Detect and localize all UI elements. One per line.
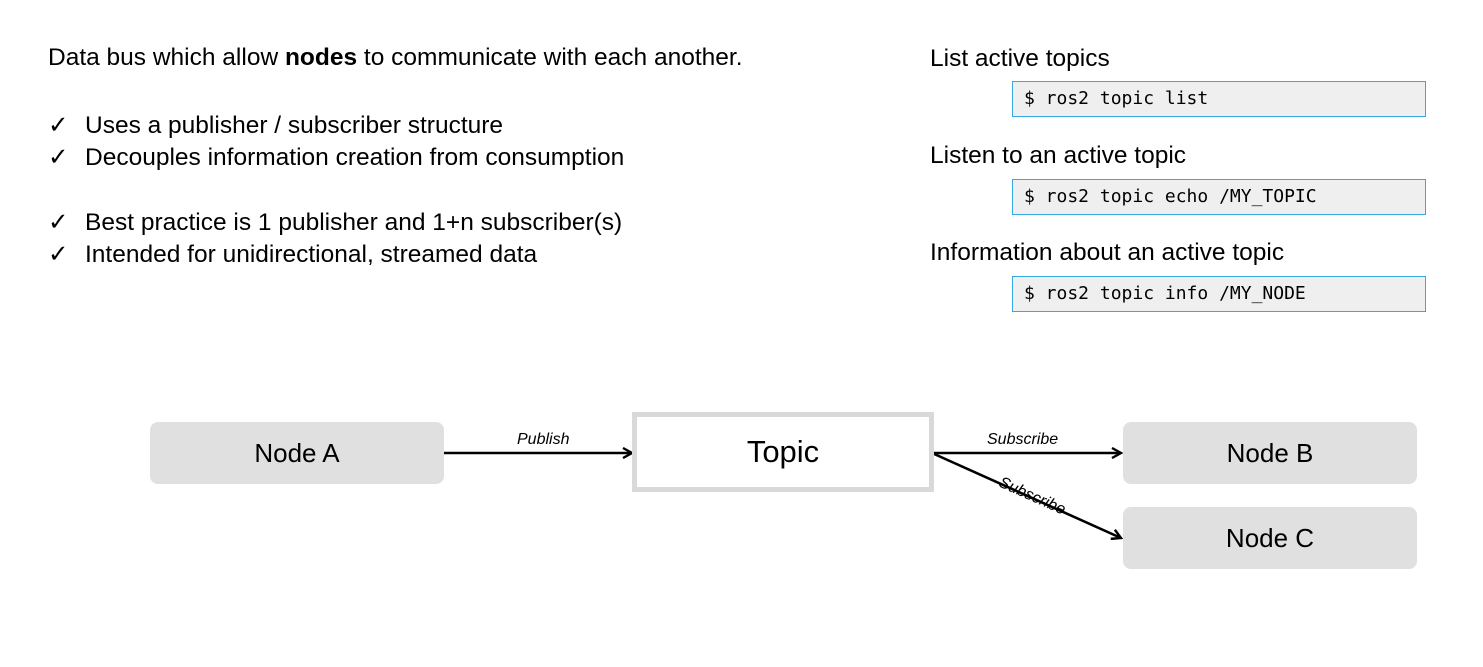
bullet-text: Best practice is 1 publisher and 1+n sub… [85,209,623,236]
code-block-info: $ ros2 topic info /MY_NODE [1012,276,1426,312]
publish-label: Publish [517,431,570,448]
intro-text: Data bus which allow nodes to communicat… [48,44,743,72]
intro-after: to communicate with each another. [357,44,743,71]
checkmark-icon: ✓ [48,112,69,139]
subscribe-c-arrow [931,451,1121,538]
command-label-info: Information about an active topic [930,239,1285,266]
bullet-text: Uses a publisher / subscriber structure [85,112,504,139]
bullet-item: ✓ Best practice is 1 publisher and 1+n su… [48,207,622,237]
command-label-list: List active topics [930,45,1110,72]
bullet-text: Decouples information creation from cons… [85,144,625,171]
checkmark-icon: ✓ [48,209,69,236]
bullet-item: ✓ Decouples information creation from con… [48,142,624,172]
node-b: Node B [1123,422,1417,484]
subscribe-b-label: Subscribe [987,431,1059,448]
bullet-text: Intended for unidirectional, streamed da… [85,241,538,268]
code-block-echo: $ ros2 topic echo /MY_TOPIC [1012,179,1426,215]
code-block-list: $ ros2 topic list [1012,81,1426,117]
node-c: Node C [1123,507,1417,569]
intro-before: Data bus which allow [48,44,285,71]
checkmark-icon: ✓ [48,144,69,171]
command-label-echo: Listen to an active topic [930,142,1187,169]
checkmark-icon: ✓ [48,241,69,268]
topic-box: Topic [632,412,934,492]
bullet-item: ✓ Intended for unidirectional, streamed d… [48,239,537,269]
node-a: Node A [150,422,444,484]
bullet-item: ✓ Uses a publisher / subscriber structure [48,110,503,140]
intro-bold: nodes [284,44,358,71]
